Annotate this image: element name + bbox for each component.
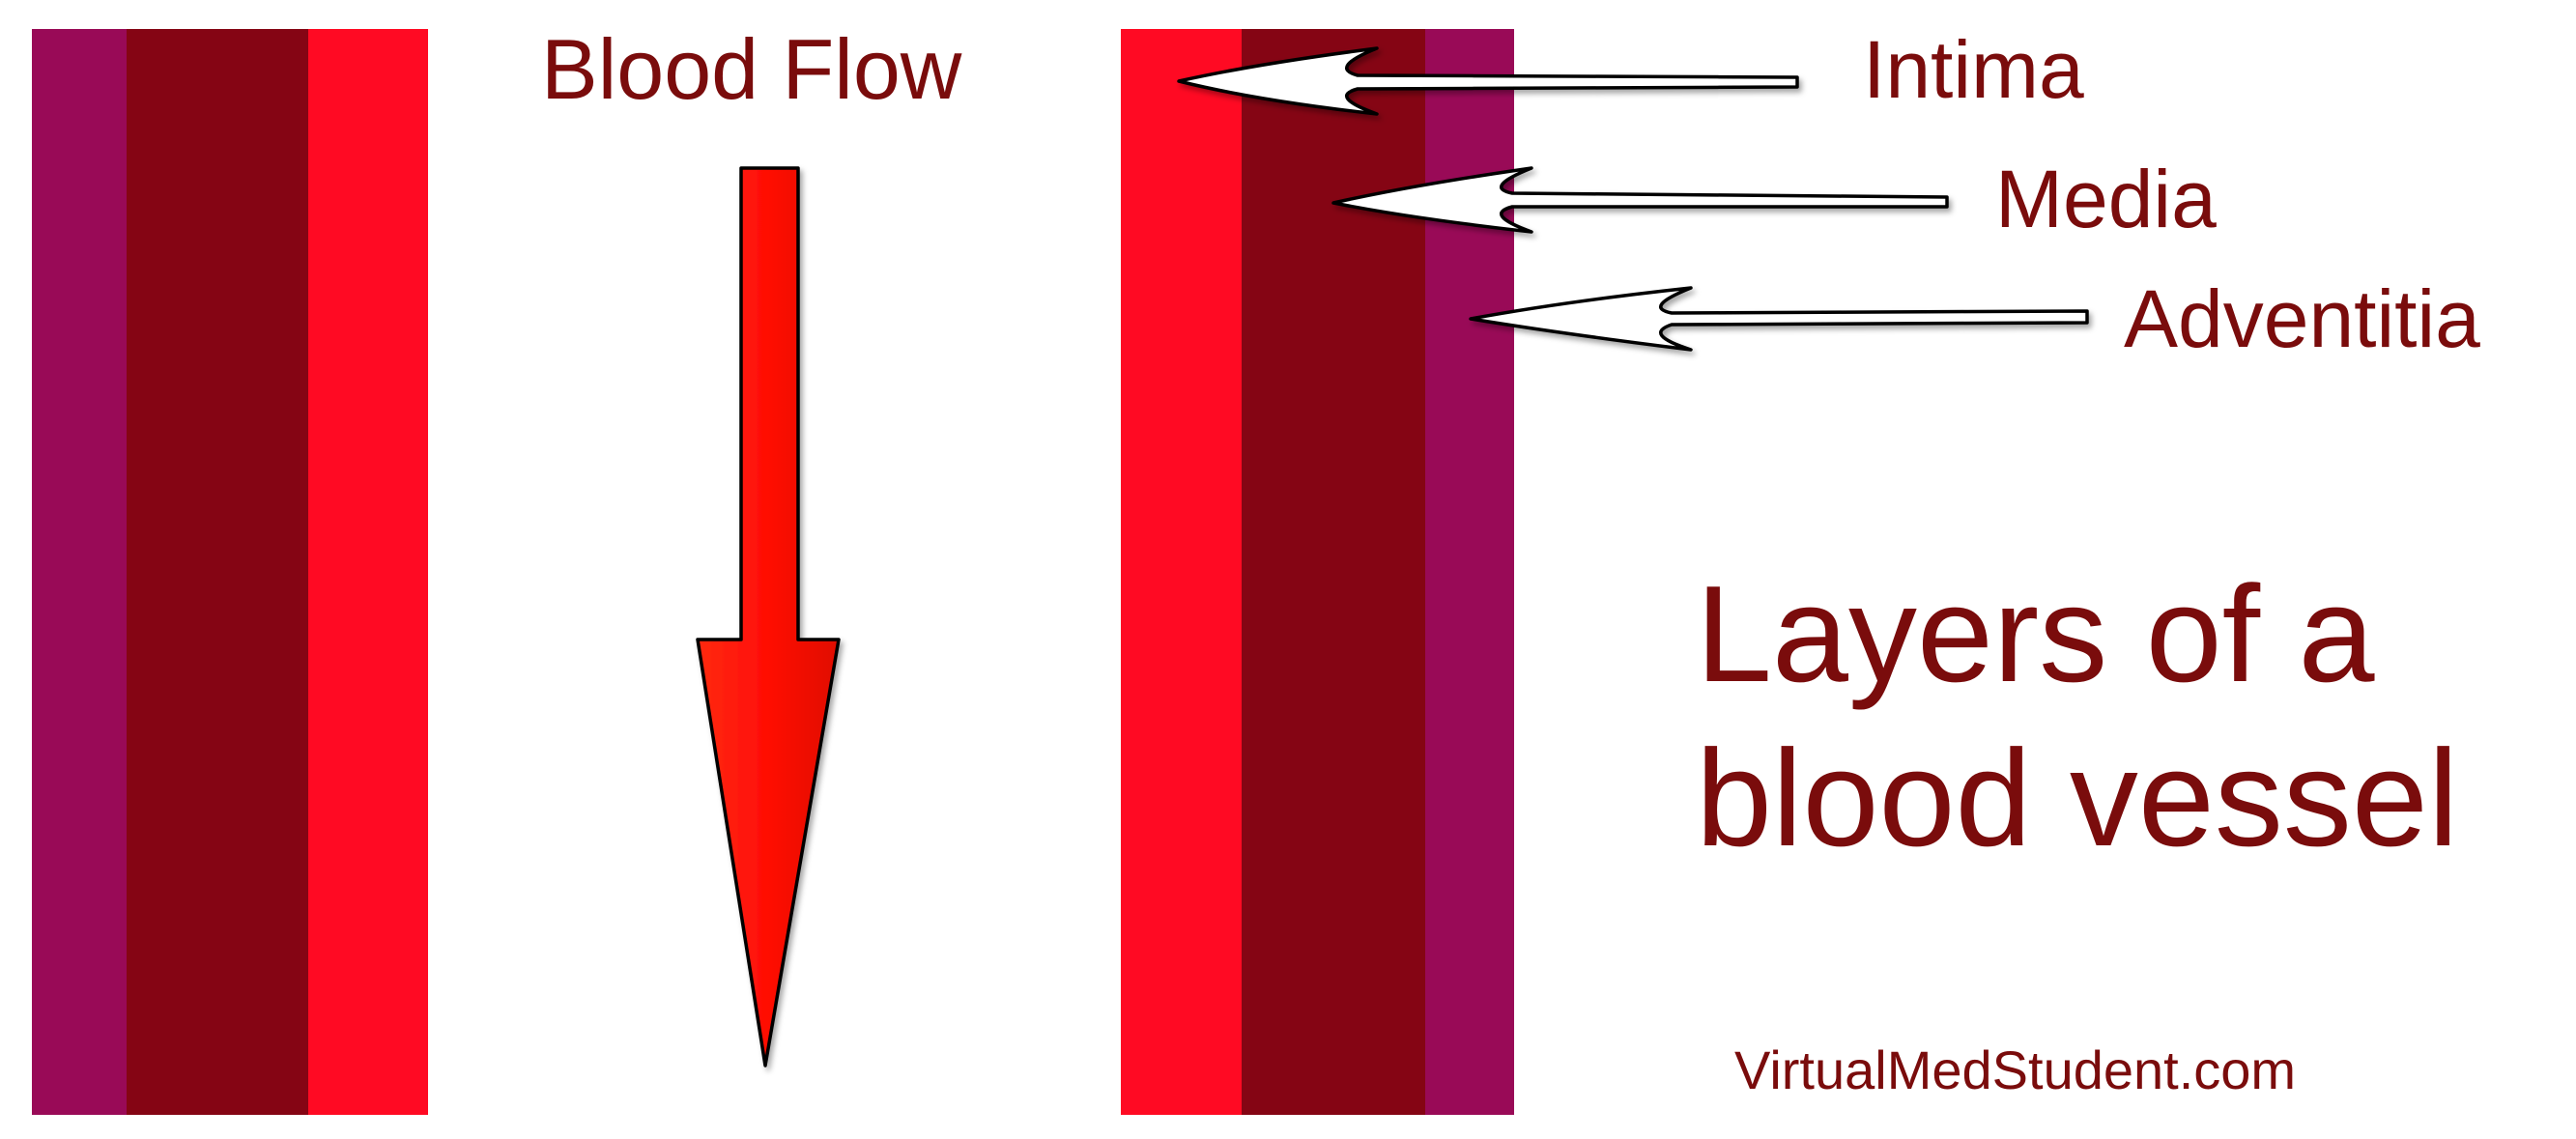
adventitia-pointer-arrow-icon <box>1469 286 2089 352</box>
title-line-1: Layers of a <box>1696 557 2375 711</box>
title-line-2: blood vessel <box>1696 722 2459 875</box>
intima-pointer-arrow-icon <box>1177 46 1799 116</box>
left-wall-intima <box>308 29 428 1115</box>
intima-label: Intima <box>1863 24 2084 115</box>
media-label: Media <box>1995 154 2217 244</box>
adventitia-label: Adventitia <box>2124 273 2480 364</box>
right-wall-intima <box>1121 29 1242 1115</box>
left-wall-media <box>127 29 308 1115</box>
diagram-title: Layers of a blood vessel <box>1696 553 2458 881</box>
left-wall-adventitia <box>32 29 127 1115</box>
blood-flow-label: Blood Flow <box>541 21 962 117</box>
blood-flow-arrow-icon <box>696 166 841 1068</box>
media-pointer-arrow-icon <box>1331 166 1949 234</box>
site-credit: VirtualMedStudent.com <box>1734 1039 2297 1100</box>
